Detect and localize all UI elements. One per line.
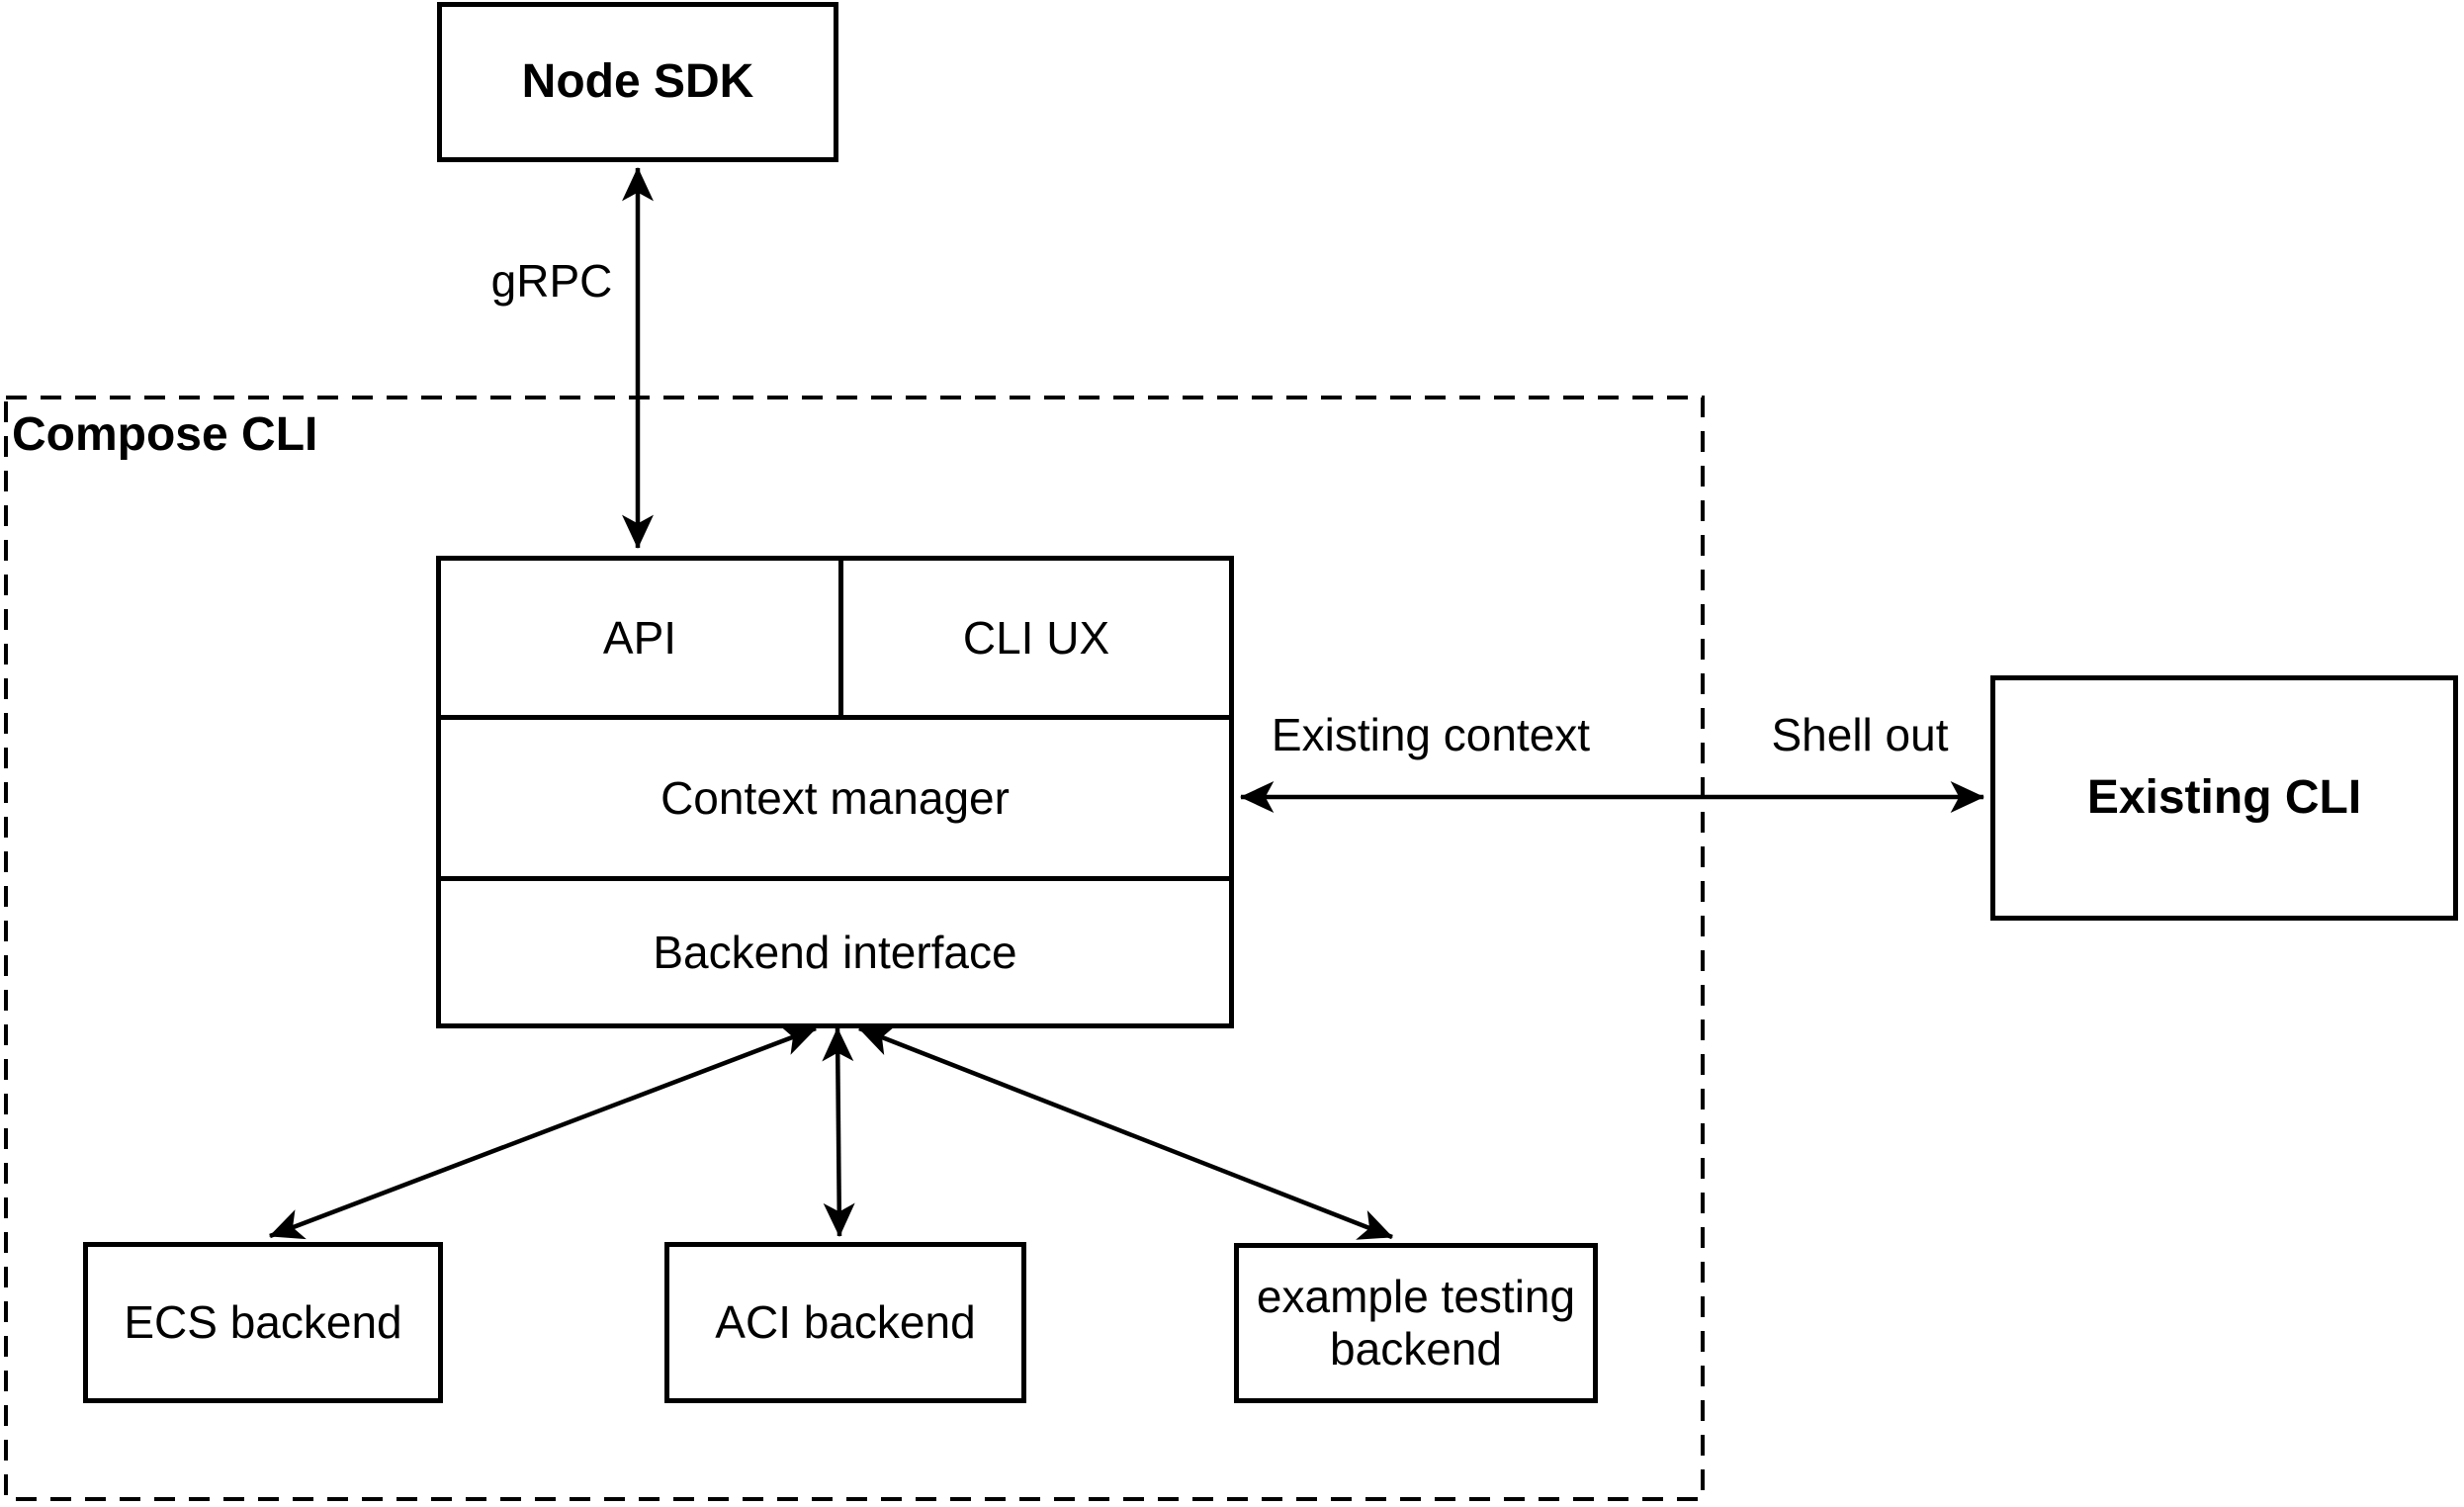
grpc-edge-label: gRPC: [484, 254, 619, 308]
existing-context-edge-label: Existing context: [1265, 708, 1597, 761]
shell-out-edge-label: Shell out: [1765, 708, 1955, 761]
example-testing-backend-box: example testing backend: [1234, 1243, 1598, 1403]
aci-backend-arrow: [822, 1027, 855, 1237]
context-manager-label: Context manager: [660, 772, 1010, 824]
existing-cli-label: Existing CLI: [2086, 771, 2362, 825]
backend-interface-label: Backend interface: [653, 927, 1017, 978]
context-manager-box: Context manager: [441, 720, 1229, 881]
aci-backend-label: ACI backend: [715, 1296, 976, 1349]
ecs-backend-arrow: [269, 1024, 817, 1240]
existing-cli-box: Existing CLI: [1990, 675, 2458, 921]
example-testing-backend-label: example testing backend: [1256, 1271, 1576, 1374]
node-sdk-box: Node SDK: [437, 2, 838, 162]
example-backend-arrow: [858, 1025, 1393, 1240]
stack-top-row: API CLI UX: [441, 561, 1229, 720]
aci-backend-box: ACI backend: [664, 1242, 1026, 1403]
compose-cli-label: Compose CLI: [12, 408, 318, 461]
api-box: API: [441, 561, 843, 715]
ecs-backend-label: ECS backend: [124, 1296, 402, 1349]
compose-cli-stack: API CLI UX Context manager Backend inter…: [436, 556, 1234, 1028]
node-sdk-label: Node SDK: [521, 55, 754, 109]
api-label: API: [602, 612, 677, 664]
backend-interface-box: Backend interface: [441, 881, 1229, 1023]
cli-ux-box: CLI UX: [843, 561, 1229, 715]
ecs-backend-box: ECS backend: [83, 1242, 443, 1403]
cli-ux-label: CLI UX: [962, 612, 1110, 664]
